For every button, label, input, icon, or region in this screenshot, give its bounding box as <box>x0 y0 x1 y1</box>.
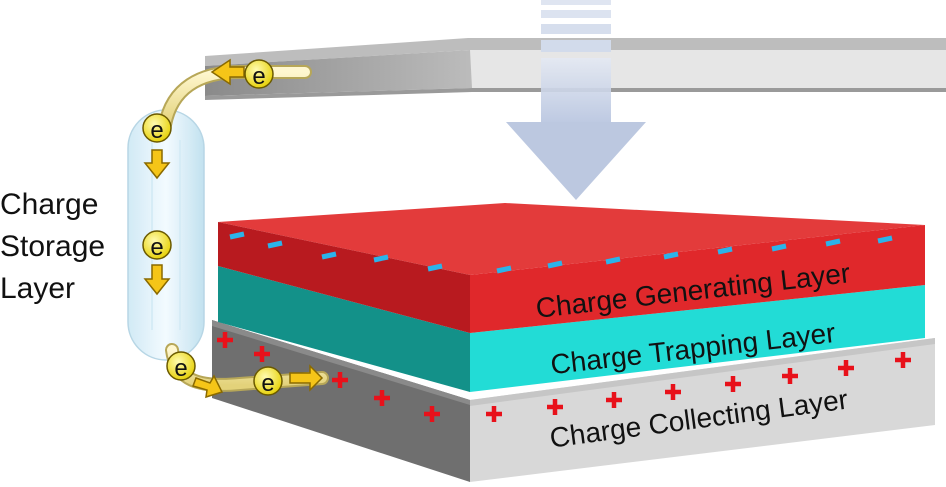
electron-icon: e <box>142 230 172 261</box>
storage-label-line1: Charge <box>0 188 99 221</box>
positive-charge-icon <box>838 360 854 376</box>
positive-charge-icon <box>782 368 798 384</box>
negative-charge-icon <box>877 235 893 244</box>
positive-charge-icon <box>725 376 741 392</box>
electron-icon: e <box>142 113 172 144</box>
negative-charges <box>229 231 893 274</box>
positive-charge-icon <box>374 390 390 406</box>
positive-charge-icon <box>254 346 270 362</box>
charge-collecting-layer: Charge Collecting Layer <box>212 320 935 482</box>
svg-text:e: e <box>252 63 265 90</box>
positive-charge-icon <box>217 332 233 348</box>
negative-charge-icon <box>373 254 389 263</box>
electron-icon: e <box>166 351 196 382</box>
storage-label-line3: Layer <box>0 272 76 305</box>
negative-charge-icon <box>496 265 512 274</box>
flow-arrow-icon <box>143 264 171 296</box>
positive-charge-icon <box>606 392 622 408</box>
positive-charge-icon <box>665 384 681 400</box>
svg-text:e: e <box>261 370 274 397</box>
positive-charges <box>217 332 911 422</box>
flow-arrow-icon <box>143 149 171 180</box>
svg-text:e: e <box>174 355 187 382</box>
positive-charge-icon <box>332 372 348 388</box>
negative-charge-icon <box>771 243 787 252</box>
flow-arrow-icon <box>192 374 224 399</box>
electron-icon: e <box>244 59 274 90</box>
charge-storage-label: Charge Storage Layer <box>0 184 140 310</box>
flow-arrow-icon <box>210 58 245 86</box>
positive-charge-icon <box>895 352 911 368</box>
negative-charge-icon <box>321 251 337 260</box>
negative-charge-icon <box>605 256 621 265</box>
electrons: e e e e e <box>142 59 283 397</box>
positive-charge-icon <box>486 406 502 422</box>
positive-charge-icon <box>424 406 440 422</box>
svg-text:e: e <box>150 117 163 144</box>
negative-charge-icon <box>825 238 841 247</box>
negative-charge-icon <box>663 251 679 260</box>
svg-text:e: e <box>150 234 163 261</box>
flow-arrows <box>143 58 324 399</box>
negative-charge-icon <box>229 231 245 240</box>
positive-charge-icon <box>547 399 563 415</box>
negative-charge-icon <box>427 263 443 272</box>
down-arrow-icon <box>506 0 646 200</box>
flow-arrow-icon <box>289 364 324 392</box>
storage-label-line2: Storage <box>0 230 106 263</box>
negative-charge-icon <box>267 240 283 249</box>
negative-charge-icon <box>717 246 733 255</box>
negative-charge-icon <box>547 260 563 269</box>
electron-icon: e <box>253 366 283 397</box>
